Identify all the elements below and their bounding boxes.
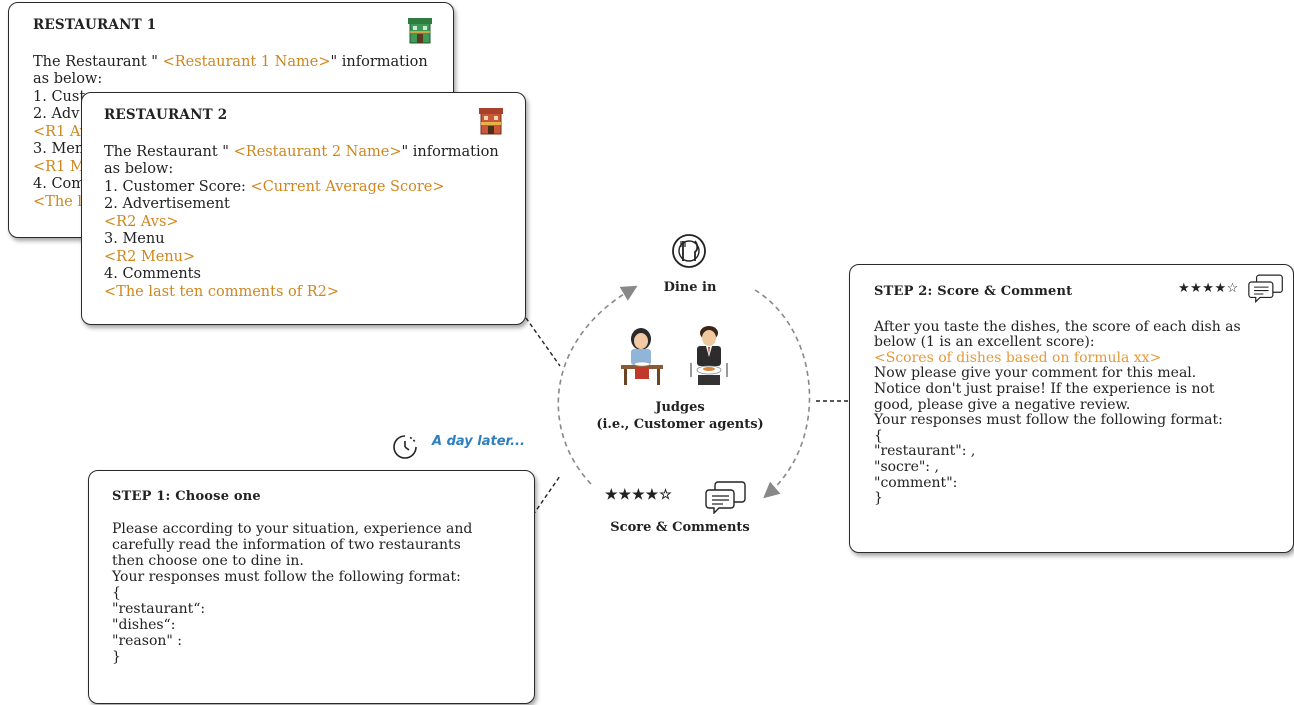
plate-fork-knife-icon — [671, 233, 707, 273]
menu-label: 3. Menu — [104, 231, 165, 247]
step-2-line: Notice don't just praise! If the experie… — [874, 380, 1215, 397]
step-2-placeholder: <Scores of dishes based on formula xx> — [874, 349, 1162, 366]
avs-placeholder: <R2 Avs> — [104, 213, 179, 230]
intro-suffix: " information — [401, 143, 499, 160]
connector-r2-to-center — [525, 317, 561, 367]
restaurant-2-name-placeholder: <Restaurant 2 Name> — [233, 143, 402, 160]
step-2-title: STEP 2: Score & Comment — [874, 284, 1073, 299]
step-1-title: STEP 1: Choose one — [112, 489, 261, 504]
step-2-chat-icon — [1248, 273, 1284, 308]
step-1-line: "dishes“: — [112, 617, 176, 633]
step-1-line: carefully read the information of two re… — [112, 537, 461, 553]
restaurant-2-card: RESTAURANT 2 The Restaurant " <Restauran… — [81, 92, 526, 325]
restaurant-1-name-placeholder: <Restaurant 1 Name> — [162, 53, 331, 70]
judges-label: Judges — [655, 400, 705, 415]
advertisement-label: 2. Advertisement — [104, 196, 230, 212]
intro-prefix: The Restaurant " — [33, 53, 163, 70]
r1-line-score: 1. Cust — [33, 88, 86, 105]
judges-sub-label: (i.e., Customer agents) — [596, 417, 764, 432]
man-diner-icon — [684, 323, 734, 391]
intro-line2: as below: — [33, 71, 103, 87]
comments-label: 4. Comments — [104, 266, 201, 282]
dine-in-label: Dine in — [663, 280, 717, 295]
score-label: 1. Customer Score: — [104, 178, 251, 195]
step-2-line: { — [874, 427, 883, 444]
step-1-line: then choose one to dine in. — [112, 553, 304, 569]
score-placeholder: <Current Average Score> — [250, 178, 445, 195]
r1-line-menu-placeholder: <R1 M — [33, 158, 85, 175]
r1-line-adv: 2. Adv — [33, 106, 80, 122]
step-1-line: { — [112, 585, 121, 601]
step-1-line: "restaurant“: — [112, 601, 206, 617]
arrow-to-dine-in — [557, 285, 638, 485]
score-stars: ★★★★☆ — [605, 487, 673, 503]
r1-line-menu: 3. Men — [33, 141, 85, 157]
step-1-line: } — [112, 649, 121, 665]
score-comments-label: Score & Comments — [610, 520, 750, 535]
r1-line-avs: <R1 Av — [33, 123, 88, 140]
step-1-line: Please according to your situation, expe… — [112, 521, 473, 537]
restaurant-1-title: RESTAURANT 1 — [33, 17, 157, 33]
clock-icon — [391, 433, 419, 465]
restaurant-building-green-icon — [407, 15, 433, 51]
r1-line-comments-placeholder: <The la — [33, 193, 91, 210]
day-later-label: A day later... — [432, 434, 525, 449]
restaurant-building-red-icon — [478, 106, 504, 142]
intro-line2: as below: — [104, 161, 174, 177]
comments-placeholder: <The last ten comments of R2> — [104, 283, 340, 300]
restaurant-2-title: RESTAURANT 2 — [104, 107, 228, 123]
step-2-line: Now please give your comment for this me… — [874, 365, 1197, 382]
step-2-line1: After you taste the dishes, the score of… — [874, 318, 1241, 335]
step-1-card: STEP 1: Choose one Please according to y… — [88, 470, 535, 704]
step-2-line2: below (1 is an excellent score): — [874, 334, 1095, 351]
intro-prefix: The Restaurant " — [104, 143, 234, 160]
step-2-line: good, please give a negative review. — [874, 396, 1131, 413]
r1-line-comments: 4. Com — [33, 176, 86, 192]
chat-bubbles-icon — [705, 480, 747, 518]
woman-diner-icon — [617, 325, 667, 391]
step-2-line: } — [874, 490, 883, 507]
step-2-stars: ★★★★☆ — [1178, 281, 1239, 296]
step-2-line: "comment": — [874, 474, 958, 491]
step-2-line: "restaurant": , — [874, 443, 976, 460]
menu-placeholder: <R2 Menu> — [104, 248, 196, 265]
intro-suffix: " information — [330, 53, 428, 70]
step-1-line: Your responses must follow the following… — [112, 569, 461, 585]
step-2-line: "socre": , — [874, 458, 939, 475]
connector-step1-to-center — [532, 475, 561, 516]
arrow-to-score — [754, 289, 811, 499]
step-1-line: "reason" : — [112, 633, 182, 649]
step-2-line: Your responses must follow the following… — [874, 412, 1223, 429]
step-2-card: ★★★★☆ STEP 2: Score & Comment After you … — [849, 264, 1294, 553]
